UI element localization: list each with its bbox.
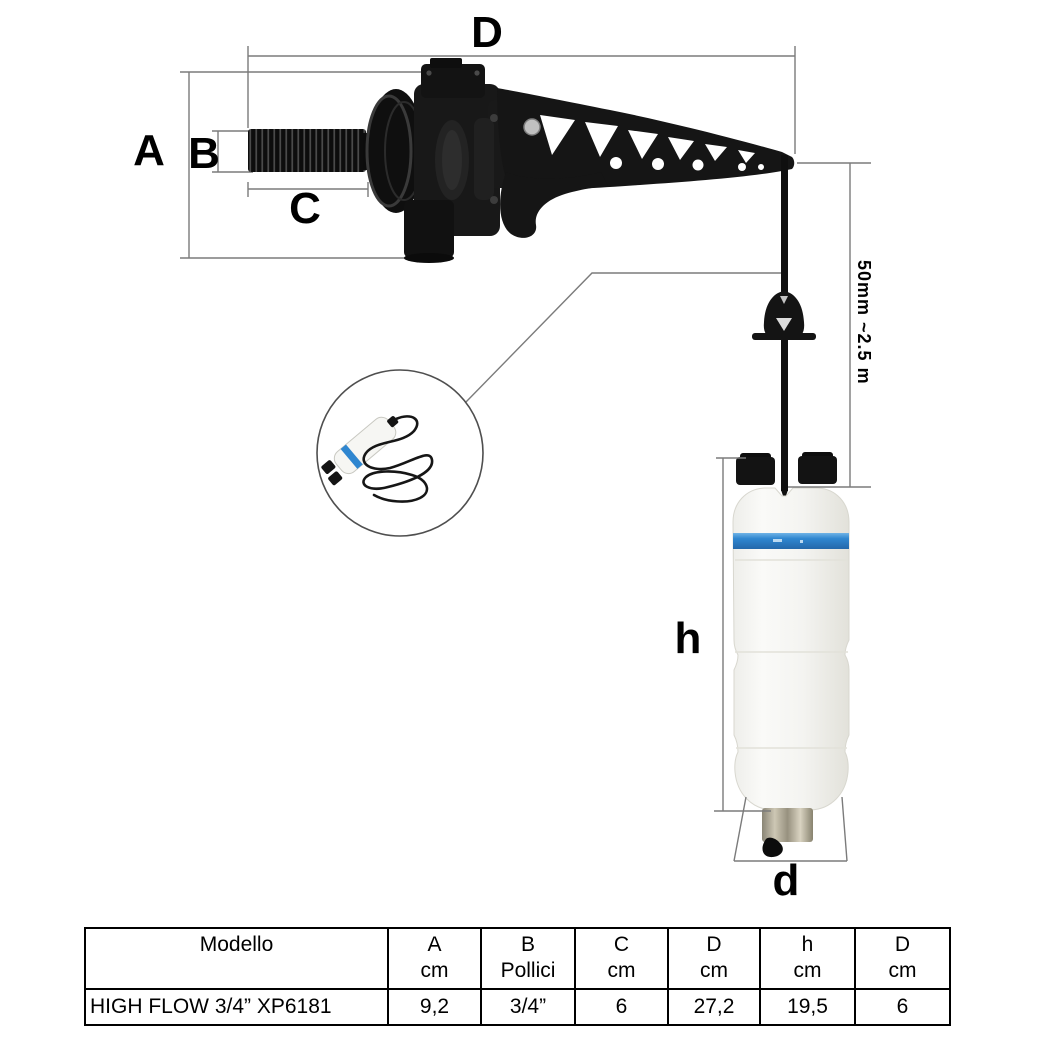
cord-length-label: 50mm ~2.5 m <box>854 260 874 385</box>
header-unit: cm <box>793 959 822 982</box>
float-bottom-hook <box>762 837 783 858</box>
cell-c-value: 6 <box>574 988 669 1026</box>
dim-label-C: C <box>289 184 321 233</box>
valve-outlet <box>404 200 454 263</box>
header-label: D <box>894 933 911 956</box>
float-body <box>732 487 850 811</box>
header-cell-modello: Modello <box>84 927 389 990</box>
cell-a-value: 9,2 <box>387 988 482 1026</box>
header-cell-b: B Pollici <box>480 927 576 990</box>
dim-label-A: A <box>133 126 165 175</box>
inset-detail-circle <box>316 369 484 537</box>
cell-h-value: 19,5 <box>759 988 856 1026</box>
valve-float-arm <box>497 88 795 190</box>
header-cell-h: h cm <box>759 927 856 990</box>
cell-d2-value: 6 <box>854 988 951 1026</box>
valve-flange <box>365 89 424 213</box>
arm-truss-cutouts <box>540 115 755 163</box>
spec-table-header-row: Modello A cm B Pollici C cm D cm h cm <box>84 927 951 990</box>
inset-cord-coil <box>362 415 434 503</box>
header-label: C <box>613 933 630 956</box>
spec-table-data-row: HIGH FLOW 3/4” XP6181 9,2 3/4” 6 27,2 19… <box>84 988 951 1026</box>
dim-line-d <box>733 796 848 862</box>
valve-top-cap <box>421 58 485 98</box>
cell-model-name: HIGH FLOW 3/4” XP6181 <box>84 988 389 1026</box>
header-cell-c: C cm <box>574 927 669 990</box>
valve-illustration <box>248 58 795 263</box>
header-unit: cm <box>420 959 449 982</box>
dim-label-B: B <box>188 129 220 178</box>
dim-line-cord-length <box>788 162 871 488</box>
arm-pivot-rivet <box>523 118 541 136</box>
header-label: Modello <box>199 933 274 956</box>
header-unit: cm <box>700 959 728 982</box>
float-seam-lines <box>735 559 848 749</box>
header-unit: cm <box>888 959 917 982</box>
header-unit: Pollici <box>500 959 556 982</box>
header-label: B <box>520 933 535 956</box>
float-illustration <box>732 452 850 858</box>
float-cap-left <box>736 453 775 485</box>
dim-line-D <box>247 46 796 154</box>
header-label: h <box>801 933 814 956</box>
cord-adjuster <box>752 291 816 340</box>
inset-leader-line <box>465 272 782 403</box>
dim-line-h <box>714 457 771 812</box>
arm-holes <box>610 157 764 171</box>
dim-line-C <box>247 182 369 197</box>
header-cell-d2: D cm <box>854 927 951 990</box>
dim-label-D: D <box>471 8 503 57</box>
header-unit: cm <box>607 959 636 982</box>
float-cap-right <box>798 452 837 484</box>
cell-d-value: 27,2 <box>667 988 761 1026</box>
float-cord <box>752 155 816 500</box>
valve-trigger-lever <box>500 172 608 238</box>
cell-b-value: 3/4” <box>480 988 576 1026</box>
dim-label-d: d <box>772 856 800 905</box>
header-cell-d: D cm <box>667 927 761 990</box>
header-label: A <box>427 933 442 956</box>
dim-line-B <box>212 130 253 173</box>
float-metal-plug <box>762 808 813 842</box>
header-label: D <box>706 933 722 956</box>
inset-float <box>321 416 399 486</box>
float-blue-stripe <box>733 533 849 549</box>
valve-thread-shaft <box>248 129 366 172</box>
dim-line-A <box>180 71 427 259</box>
spec-table: Modello A cm B Pollici C cm D cm h cm <box>84 927 951 1026</box>
dim-label-h: h <box>674 614 702 663</box>
header-cell-a: A cm <box>387 927 482 990</box>
